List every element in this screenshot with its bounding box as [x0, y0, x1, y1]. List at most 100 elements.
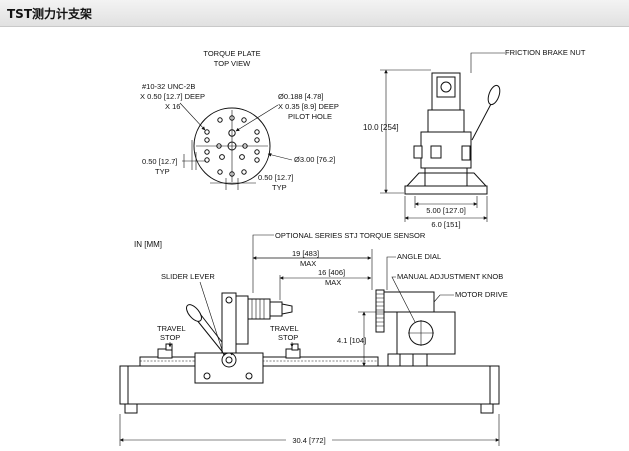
- side-view: FRICTION BRAKE NUT 10.0 [254] 5.00 [127.…: [363, 48, 586, 229]
- carriage-screw-right: [245, 372, 253, 380]
- threaded-hole: [254, 137, 260, 143]
- angle-dial-ticks: [376, 293, 384, 327]
- side-stand-flare: [406, 172, 487, 187]
- spacing-left-line1: 0.50 [12.7]: [142, 157, 177, 166]
- knob-crosshair: [408, 320, 434, 346]
- side-knob: [413, 145, 423, 159]
- spacing-right-line1: 0.50 [12.7]: [258, 173, 293, 182]
- spacing-right-dim: [210, 178, 256, 190]
- motor-drive-label: MOTOR DRIVE: [455, 290, 508, 299]
- travel-stop-right-line1: TRAVEL: [270, 324, 299, 333]
- pilot-spec-line1: Ø0.188 [4.78]: [278, 92, 323, 101]
- slider-lever-leader: [199, 281, 225, 357]
- threaded-hole: [204, 129, 210, 135]
- thread-spec-line3: X 16: [165, 102, 180, 111]
- side-stand: [424, 167, 468, 187]
- angle-dial-label: ANGLE DIAL: [397, 252, 441, 261]
- torque-plate-view: TORQUE PLATE TOP VIEW #10: [140, 49, 339, 192]
- motor-drive-leader: [433, 294, 454, 303]
- threaded-hole: [204, 149, 210, 155]
- sensor-post: [221, 292, 237, 354]
- centerlines: [196, 110, 268, 182]
- travel-stop-right-cap: [291, 343, 299, 351]
- side-clamp: [461, 145, 471, 161]
- manual-knob-label: MANUAL ADJUSTMENT KNOB: [397, 272, 503, 281]
- optional-sensor-leader: [252, 234, 274, 293]
- threaded-hole: [239, 154, 245, 160]
- base-plate-edges: [127, 366, 491, 404]
- page-title: TST测力计支架: [7, 7, 93, 21]
- torque-sensor-ribs: [251, 299, 265, 319]
- carriage-screw-left: [203, 372, 211, 380]
- side-base-ext: [404, 196, 488, 222]
- slider-lever-handle: [186, 304, 202, 322]
- thread-spec-line1: #10-32 UNC-2B: [142, 82, 195, 91]
- torque-plate-outline: [193, 107, 271, 185]
- plate-diameter-label: Ø3.00 [76.2]: [294, 155, 335, 164]
- slider-lever-pivot: [221, 352, 237, 368]
- angle-dial-leader: [386, 256, 396, 290]
- spacing-left-ext: [191, 140, 197, 170]
- travel-19-line1: 19 [483]: [292, 249, 319, 258]
- motor-mount: [412, 353, 428, 367]
- threaded-hole: [204, 157, 210, 163]
- threaded-hole: [254, 149, 260, 155]
- torque-sensor-body: [247, 298, 271, 320]
- threaded-hole: [241, 117, 247, 123]
- torque-sensor-collar: [269, 301, 283, 317]
- pivot-center: [225, 356, 233, 364]
- threaded-hole: [219, 154, 225, 160]
- post-screw: [225, 296, 233, 304]
- travel-stop-left-line2: STOP: [160, 333, 180, 342]
- base-plate: [119, 365, 500, 405]
- spacing-left-dim: [182, 154, 206, 168]
- threaded-hole: [217, 169, 223, 175]
- pilot-spec-line2: X 0.35 [8.9] DEEP: [278, 102, 339, 111]
- pilot-leader: [235, 104, 279, 132]
- threaded-hole: [254, 157, 260, 163]
- friction-brake-nut-shape: [430, 145, 442, 159]
- thread-spec-line2: X 0.50 [12.7] DEEP: [140, 92, 205, 101]
- page-header: TST测力计支架: [0, 0, 629, 27]
- dial-mount: [387, 353, 401, 367]
- spacing-right-line2: TYP: [272, 183, 287, 192]
- diameter-leader: [267, 153, 293, 161]
- manual-knob-leader: [391, 276, 416, 323]
- torque-plate-subtitle: TOP VIEW: [214, 59, 251, 68]
- spacing-left-line2: TYP: [155, 167, 170, 176]
- overall-label-bg: [286, 435, 332, 445]
- sensor-bracket: [235, 295, 249, 345]
- overall-length-label: 30.4 [772]: [292, 436, 325, 445]
- travel-stop-left-line1: TRAVEL: [157, 324, 186, 333]
- threaded-hole: [217, 117, 223, 123]
- travel-stop-left-cap: [165, 343, 173, 351]
- friction-brake-nut-label: FRICTION BRAKE NUT: [505, 48, 586, 57]
- motor-upper: [383, 291, 435, 313]
- side-height-label: 10.0 [254]: [363, 123, 399, 132]
- friction-brake-leader: [470, 52, 505, 73]
- top-housing-window: [436, 76, 456, 98]
- threaded-hole: [204, 137, 210, 143]
- side-height-ext: [380, 69, 431, 194]
- base-inner-width-label: 5.00 [127.0]: [426, 206, 466, 215]
- travel-stop-right-line2: STOP: [278, 333, 298, 342]
- travel-stop-left: [157, 348, 173, 359]
- foot-left: [124, 403, 138, 414]
- side-lever-handle: [487, 84, 501, 106]
- height-label: 4.1 [104]: [337, 336, 366, 345]
- torque-sensor-chuck: [281, 303, 293, 315]
- optional-sensor-label: OPTIONAL SERIES STJ TORQUE SENSOR: [275, 231, 426, 240]
- foot-right: [480, 403, 494, 414]
- threaded-hole: [254, 129, 260, 135]
- front-view: IN [MM]: [119, 231, 508, 446]
- side-base: [404, 185, 488, 195]
- middle-housing: [427, 109, 465, 133]
- travel-19-line2: MAX: [300, 259, 316, 268]
- pilot-spec-line3: PILOT HOLE: [288, 112, 332, 121]
- travel-16-line2: MAX: [325, 278, 341, 287]
- units-label: IN [MM]: [134, 240, 162, 249]
- travel-16-line1: 16 [406]: [318, 268, 345, 277]
- side-lever: [471, 103, 492, 141]
- thread-leader: [179, 102, 206, 131]
